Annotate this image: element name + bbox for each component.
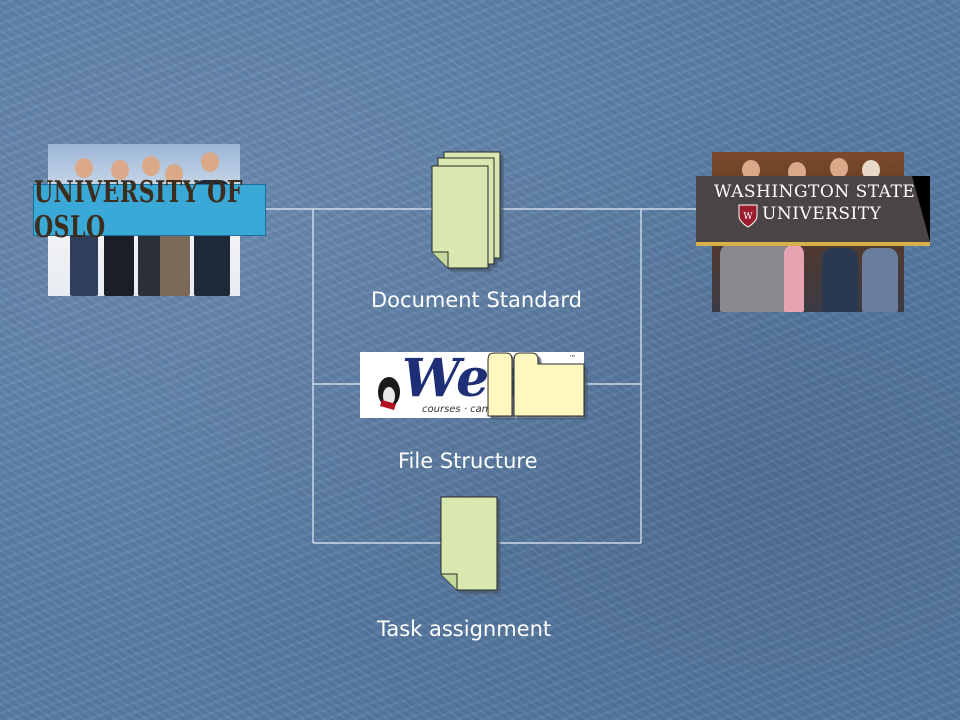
webct-tagline: courses · camp: [422, 404, 498, 415]
single-document-icon: [440, 496, 498, 591]
folder-icon: [487, 352, 585, 417]
file-structure-label: File Structure: [398, 449, 538, 473]
document-standard-label: Document Standard: [371, 288, 583, 312]
wsu-logo-line2: UNIVERSITY: [762, 204, 882, 224]
webct-mascot-icon: [378, 377, 400, 410]
stacked-documents-icon: [431, 151, 501, 269]
svg-text:W: W: [743, 212, 753, 222]
wsu-banner-corner: [912, 176, 930, 242]
task-assignment-label: Task assignment: [377, 617, 552, 641]
webct-trademark: ™: [569, 354, 576, 362]
wsu-shield-icon: W: [738, 204, 758, 228]
oslo-logo-banner: UNIVERSITY OF OSLO: [33, 175, 266, 245]
wsu-logo-line1: WASHINGTON STATE: [714, 182, 916, 202]
wsu-logo-banner: WASHINGTON STATE W UNIVERSITY: [696, 176, 930, 246]
oslo-logo-text: UNIVERSITY OF OSLO: [34, 174, 243, 246]
